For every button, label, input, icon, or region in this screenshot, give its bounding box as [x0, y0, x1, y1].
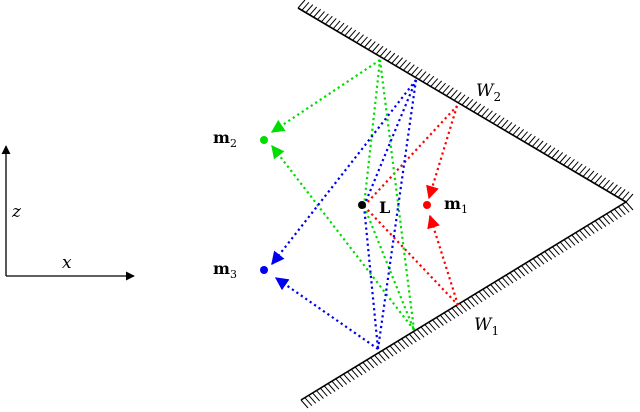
wall-w1	[300, 201, 627, 401]
mic-label-m1: m1	[444, 194, 468, 216]
red-path-L-to-W2	[363, 105, 458, 207]
source-label-L: L	[379, 198, 390, 217]
wall-w1-label: W1	[474, 315, 499, 338]
wall-w2-label: W2	[476, 81, 501, 104]
mic-point-m3	[260, 266, 268, 274]
blue-path-W1-to-m3	[274, 277, 379, 350]
mic-label-m2: m2	[213, 128, 237, 150]
green-path-W1-to-W2	[378, 59, 416, 331]
red-path-W2-to-m1	[426, 105, 459, 200]
wall-w1-hatching	[300, 201, 634, 409]
x-axis-label: x	[62, 253, 72, 273]
green-path-W2-to-m2	[270, 59, 381, 133]
blue-path-L-to-W1	[362, 205, 380, 350]
mic-label-m3: m3	[213, 259, 237, 281]
red-path-L-to-W1	[363, 205, 459, 306]
blue-reflection-paths	[271, 79, 418, 350]
source-point-L	[358, 201, 366, 209]
red-reflection-paths	[363, 105, 460, 306]
wall-w2-hatching	[297, 0, 634, 203]
z-axis-label: z	[11, 202, 22, 222]
blue-path-L-to-W2	[362, 79, 418, 207]
wall-w2	[297, 7, 627, 203]
blue-path-W2-to-m3	[271, 79, 417, 266]
mic-point-m2	[260, 136, 268, 144]
blue-path-W2-to-W1	[376, 79, 418, 350]
red-path-W1-to-m1	[427, 214, 460, 306]
mic-point-m1	[423, 201, 431, 209]
green-path-W1-to-m2	[271, 144, 415, 331]
